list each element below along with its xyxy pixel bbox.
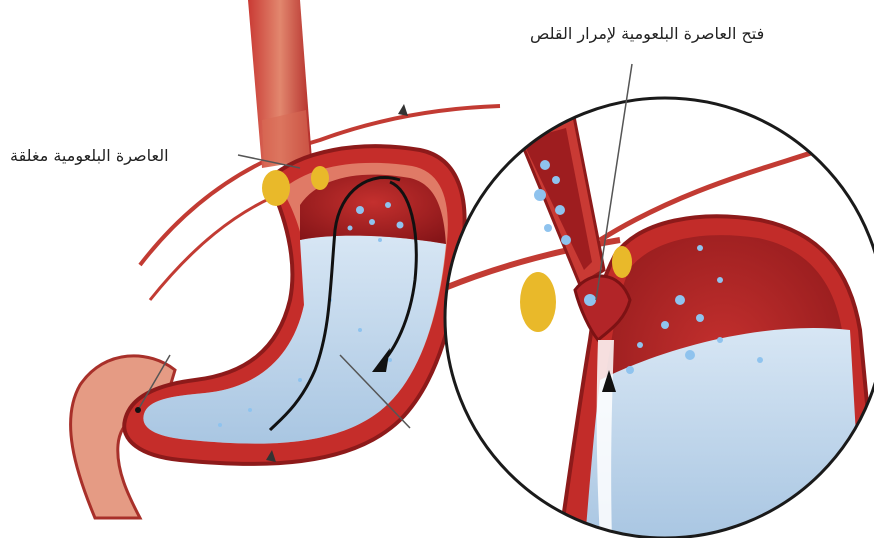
label-sphincter-open: فتح العاصرة البلعومية لإمرار القلص [530, 24, 764, 43]
fat-tissue [262, 170, 290, 206]
label-sphincter-closed: العاصرة البلعومية مغلقة [10, 146, 169, 165]
blood-vessel [150, 190, 290, 300]
